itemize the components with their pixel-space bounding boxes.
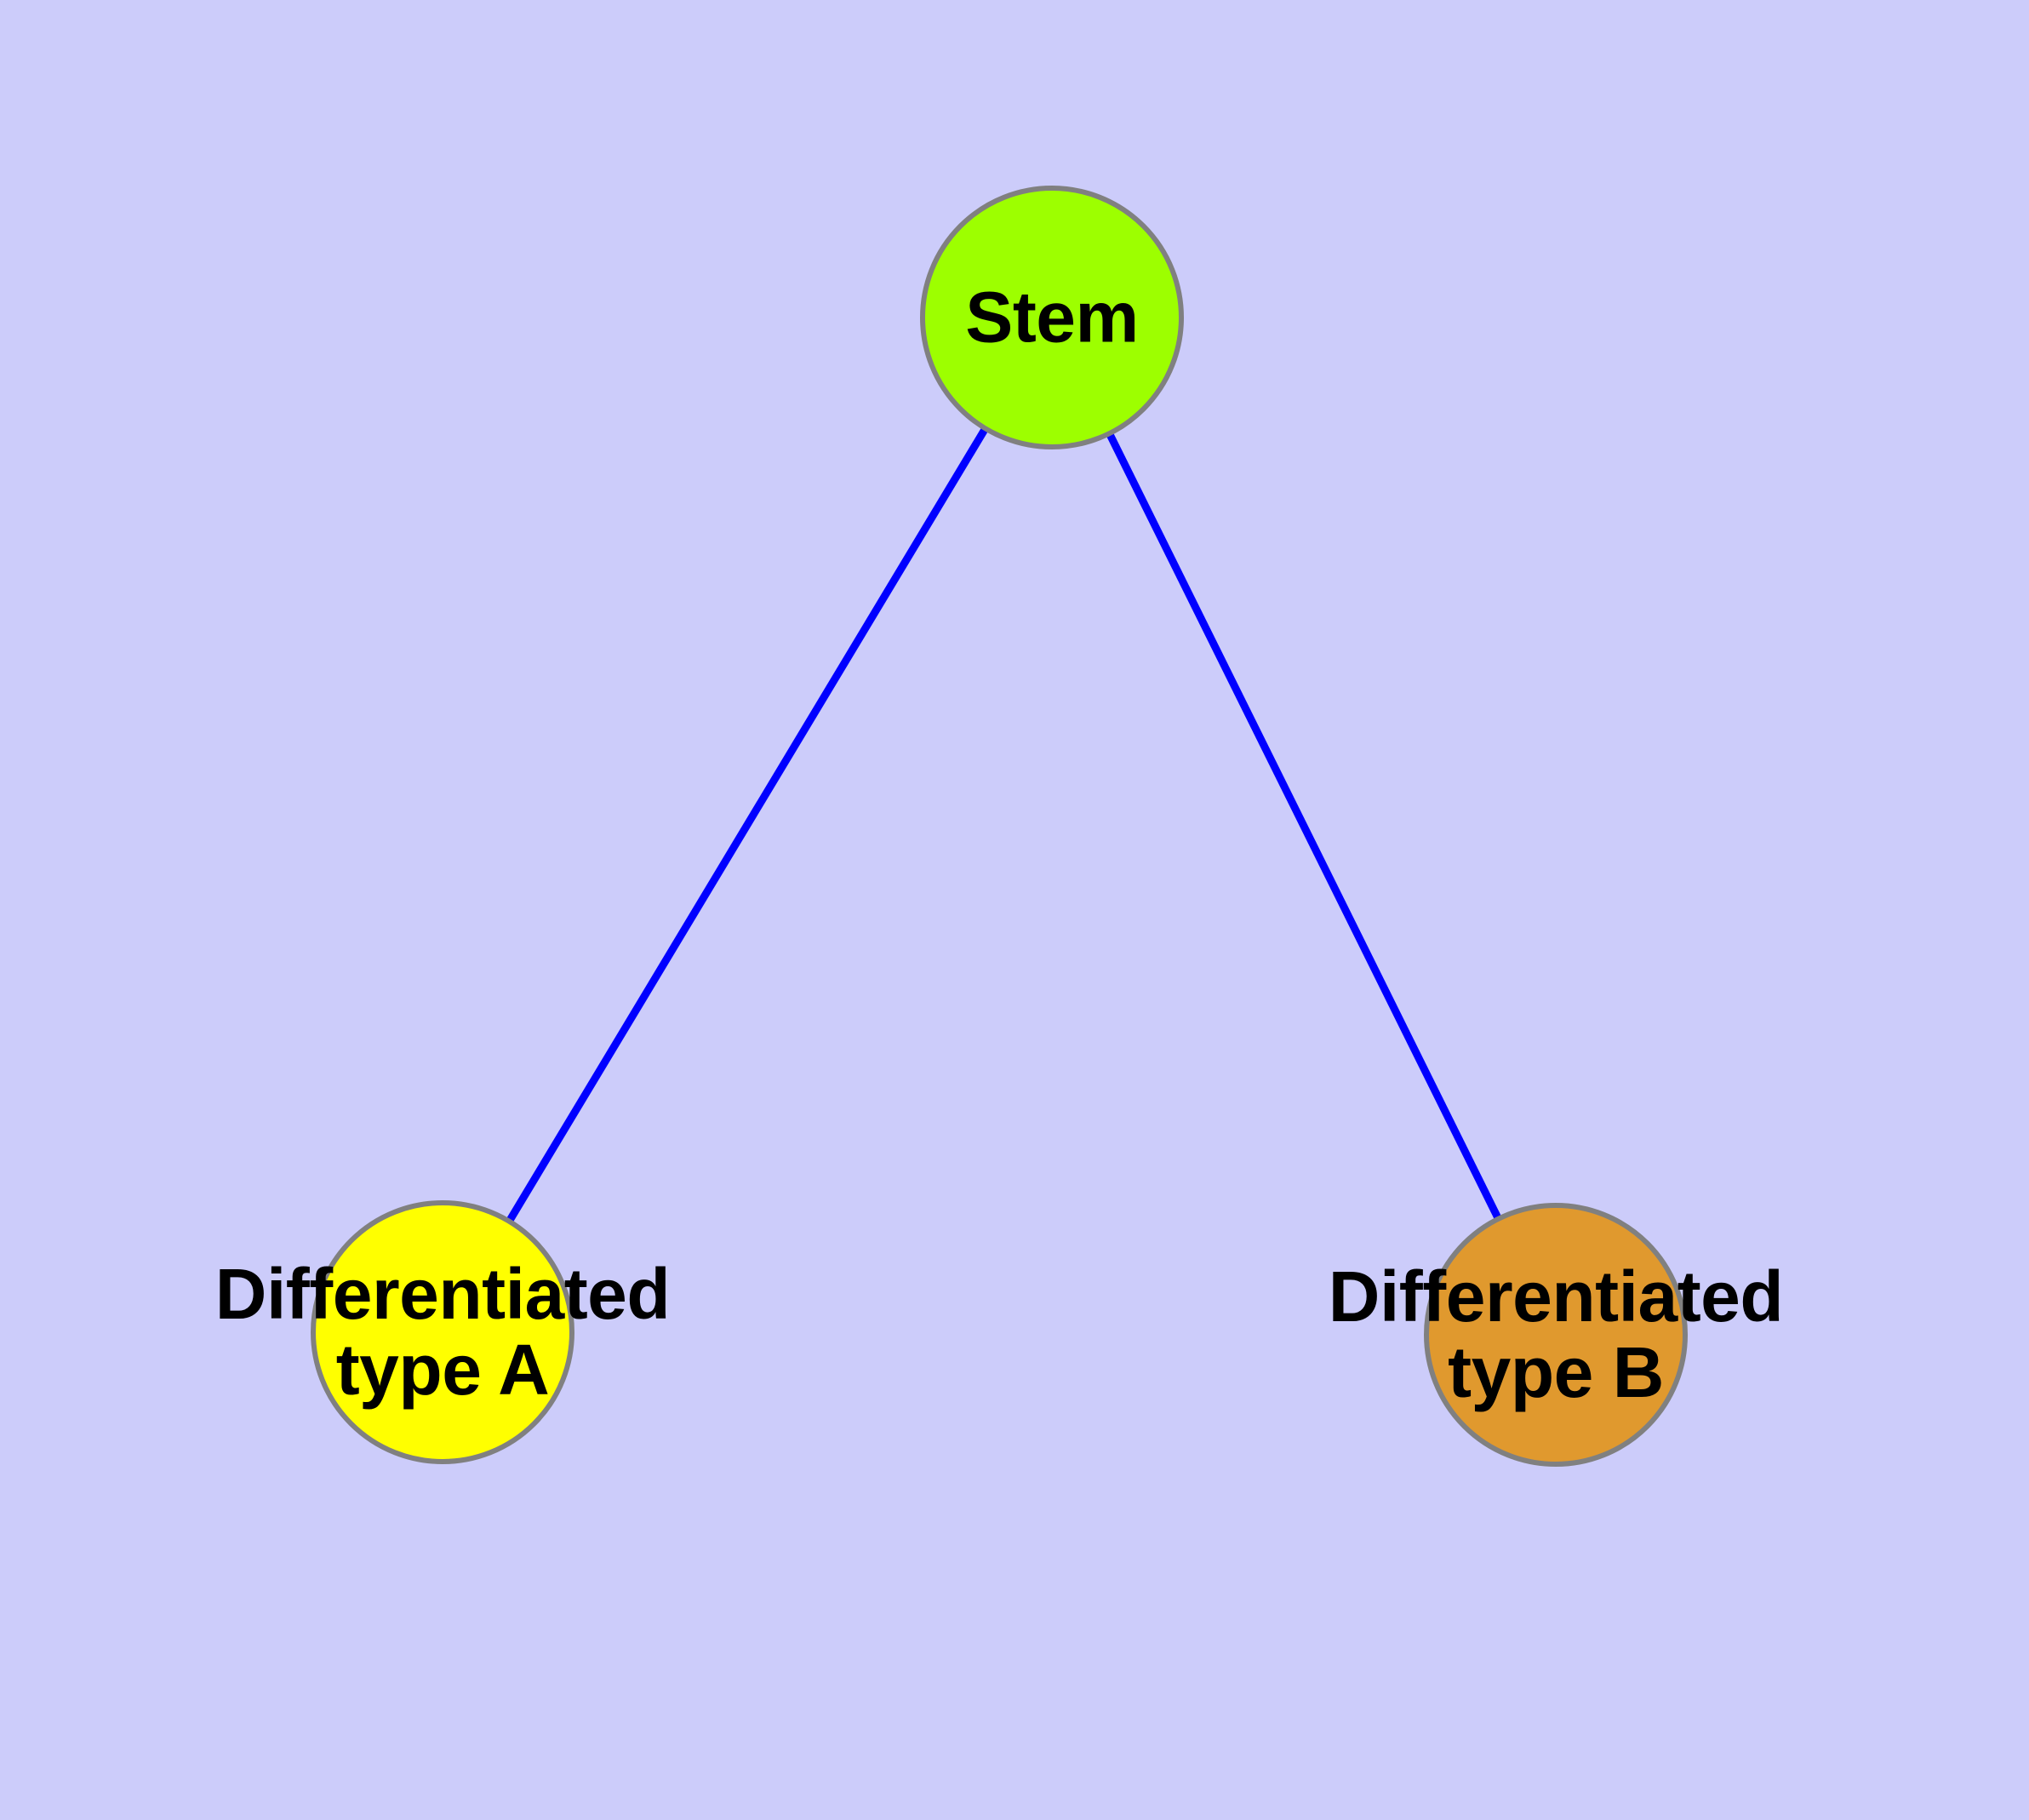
node-circle-stem[interactable] — [920, 186, 1184, 449]
edge-layer — [439, 315, 1560, 1336]
node-circle-differentiated-type-b[interactable] — [1424, 1203, 1688, 1467]
node-circle-differentiated-type-a[interactable] — [311, 1200, 574, 1464]
edge-stem-to-differentiated-type-b[interactable] — [1048, 316, 1560, 1336]
node-layer — [311, 186, 1688, 1467]
edge-stem-to-differentiated-type-a[interactable] — [439, 315, 1055, 1335]
